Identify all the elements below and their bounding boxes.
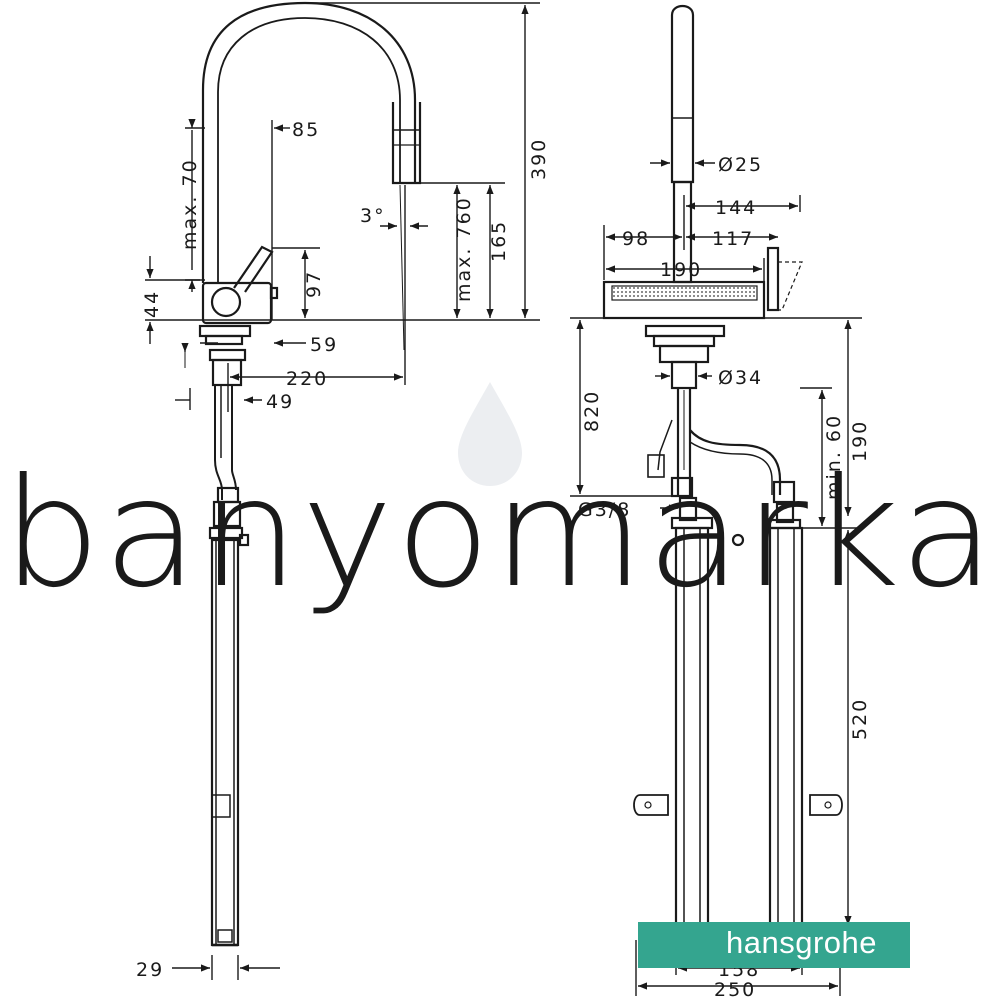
dim-angle3: 3° — [360, 205, 386, 227]
dim-49: 49 — [266, 391, 294, 413]
lever-hub — [210, 286, 242, 318]
supply-hose — [689, 429, 782, 495]
faucet-body — [201, 281, 273, 325]
spout-inner — [217, 17, 401, 283]
base-plate — [198, 324, 252, 338]
dim-98: 98 — [622, 228, 650, 250]
pull-out-head — [391, 102, 422, 185]
lever — [233, 245, 274, 293]
dim-220: 220 — [286, 368, 328, 390]
water-drop-icon — [458, 382, 522, 486]
brand-logo-text: hansgrohe — [726, 925, 878, 960]
hose-left — [214, 385, 223, 500]
dim-d25: Ø25 — [718, 154, 763, 176]
dim-390: 390 — [528, 138, 550, 180]
side-view-labels: max. 70 85 390 max. 760 165 3° 97 44 59 … — [136, 119, 550, 981]
watermark: banyomarka — [2, 382, 997, 621]
dim-85: 85 — [292, 119, 320, 141]
dim-117: 117 — [712, 228, 754, 250]
dim-820: 820 — [581, 390, 603, 432]
brand-logo-box — [638, 922, 910, 968]
dim-190-top: 190 — [660, 259, 702, 281]
side-view-dimension-lines — [145, 2, 540, 980]
dim-d34: Ø34 — [718, 367, 763, 389]
dim-min60: min. 60 — [823, 414, 845, 500]
dim-44: 44 — [141, 290, 163, 318]
dim-97: 97 — [303, 270, 325, 298]
faucet-front-view — [602, 4, 843, 936]
dim-190-right: 190 — [849, 420, 871, 462]
dim-g38: G3/8 — [578, 499, 631, 521]
dim-max70: max. 70 — [179, 158, 201, 250]
dim-59: 59 — [310, 334, 338, 356]
dim-250: 250 — [714, 979, 756, 1000]
dim-165: 165 — [488, 220, 510, 262]
dim-144: 144 — [715, 197, 757, 219]
dim-520: 520 — [849, 698, 871, 740]
watermark-text: banyomarka — [2, 447, 997, 621]
front-view-labels: Ø25 144 98 117 190 820 Ø34 min. 60 190 G… — [578, 154, 871, 1000]
spout-column — [670, 4, 695, 184]
front-view-dimension-lines — [570, 159, 862, 996]
dim-max760: max. 760 — [453, 196, 475, 302]
dim-29: 29 — [136, 959, 164, 981]
